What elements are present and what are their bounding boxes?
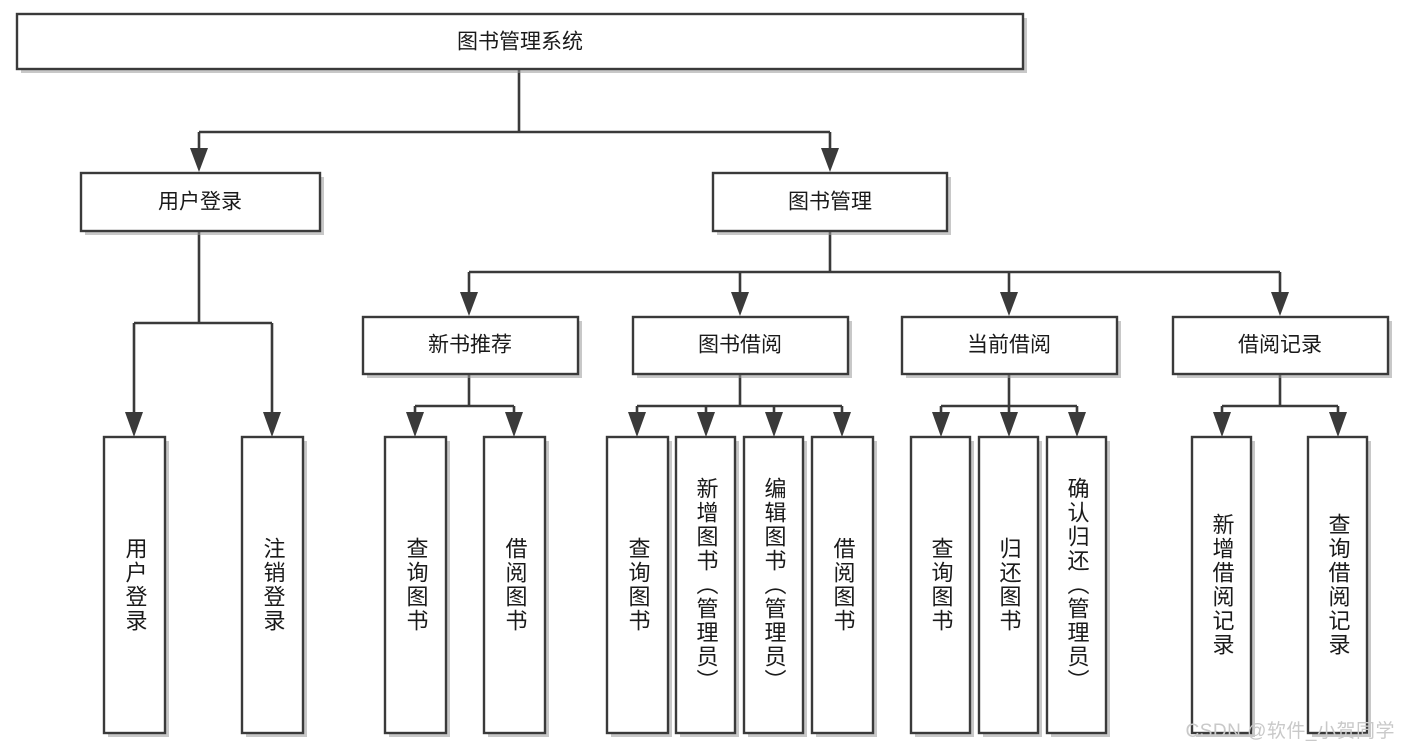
arrow-head-leaf-edit-book xyxy=(765,412,783,437)
arrow-head-leaf-borrow-book-2 xyxy=(833,412,851,437)
arrow-head-leaf-user-logout xyxy=(263,412,281,437)
arrow-head-book-borrow xyxy=(731,292,749,316)
node-leaf-add-record-box[interactable] xyxy=(1190,435,1253,735)
node-leaf-user-login-box[interactable] xyxy=(102,435,167,735)
node-book-borrow[interactable]: 图书借阅 xyxy=(631,315,852,378)
arrow-head-current-borrow xyxy=(1000,292,1018,316)
arrow-head-user-login xyxy=(190,148,208,172)
node-leaf-user-logout-box[interactable] xyxy=(240,435,305,735)
node-new-book-recommend-label: 新书推荐 xyxy=(428,334,512,357)
node-leaf-borrow-book-1[interactable] xyxy=(482,435,549,737)
node-borrow-record[interactable]: 借阅记录 xyxy=(1171,315,1392,378)
csdn-watermark: CSDN @软件_小贺同学 xyxy=(1185,721,1395,742)
node-user-login-box[interactable] xyxy=(79,171,322,233)
arrow-head-leaf-user-login xyxy=(125,412,143,437)
node-leaf-query-book-1[interactable] xyxy=(383,435,450,737)
node-new-book-recommend[interactable]: 新书推荐 xyxy=(361,315,582,378)
arrow-head-leaf-query-book-1 xyxy=(406,412,424,437)
arrow-head-leaf-add-book xyxy=(697,412,715,437)
node-leaf-edit-book-box[interactable] xyxy=(742,435,805,735)
arrow-head-leaf-confirm-return xyxy=(1068,412,1086,437)
node-root[interactable]: 图书管理系统 xyxy=(15,12,1027,73)
node-borrow-record-label: 借阅记录 xyxy=(1238,334,1322,357)
node-current-borrow[interactable]: 当前借阅 xyxy=(900,315,1121,378)
node-layer: 图书管理系统 用户登录 图书管理 新书推荐 xyxy=(15,12,1392,737)
node-book-borrow-label: 图书借阅 xyxy=(698,334,782,357)
node-book-manage-label: 图书管理 xyxy=(788,191,872,214)
arrow-head-leaf-query-record xyxy=(1329,412,1347,437)
node-leaf-add-record[interactable] xyxy=(1190,435,1255,737)
node-leaf-query-book-3-box[interactable] xyxy=(909,435,972,735)
node-leaf-add-book[interactable] xyxy=(674,435,739,737)
arrow-head-leaf-return-book xyxy=(1000,412,1018,437)
node-leaf-query-book-3[interactable] xyxy=(909,435,974,737)
node-leaf-return-book-box[interactable] xyxy=(977,435,1040,735)
node-user-login[interactable]: 用户登录 xyxy=(79,171,324,235)
node-leaf-user-login[interactable] xyxy=(102,435,169,737)
node-leaf-edit-book[interactable] xyxy=(742,435,807,737)
node-book-manage[interactable]: 图书管理 xyxy=(711,171,951,235)
connector-layer xyxy=(125,68,1347,437)
arrow-head-book-manage xyxy=(821,148,839,172)
node-current-borrow-box[interactable] xyxy=(900,315,1119,376)
arrow-head-new-book-recommend xyxy=(460,292,478,316)
arrow-head-leaf-query-book-3 xyxy=(932,412,950,437)
node-leaf-query-book-1-box[interactable] xyxy=(383,435,448,735)
node-leaf-query-book-2[interactable] xyxy=(605,435,672,737)
node-book-manage-box[interactable] xyxy=(711,171,949,233)
node-leaf-query-book-2-box[interactable] xyxy=(605,435,670,735)
node-leaf-confirm-return-box[interactable] xyxy=(1045,435,1108,735)
arrow-head-leaf-query-book-2 xyxy=(628,412,646,437)
arrow-head-leaf-borrow-book-1 xyxy=(505,412,523,437)
node-leaf-query-record-box[interactable] xyxy=(1306,435,1369,735)
node-root-box[interactable] xyxy=(15,12,1025,71)
node-book-borrow-box[interactable] xyxy=(631,315,850,376)
node-current-borrow-label: 当前借阅 xyxy=(967,334,1051,357)
node-root-label: 图书管理系统 xyxy=(457,31,583,54)
node-leaf-borrow-book-2-box[interactable] xyxy=(810,435,875,735)
node-leaf-user-logout[interactable] xyxy=(240,435,307,737)
node-user-login-label: 用户登录 xyxy=(158,191,242,214)
arrow-head-leaf-add-record xyxy=(1213,412,1231,437)
node-leaf-return-book[interactable] xyxy=(977,435,1042,737)
node-borrow-record-box[interactable] xyxy=(1171,315,1390,376)
node-leaf-borrow-book-2[interactable] xyxy=(810,435,877,737)
node-leaf-borrow-book-1-box[interactable] xyxy=(482,435,547,735)
node-leaf-query-record[interactable] xyxy=(1306,435,1371,737)
node-leaf-confirm-return[interactable] xyxy=(1045,435,1110,737)
arrow-head-borrow-record xyxy=(1271,292,1289,316)
node-new-book-recommend-box[interactable] xyxy=(361,315,580,376)
node-leaf-add-book-box[interactable] xyxy=(674,435,737,735)
